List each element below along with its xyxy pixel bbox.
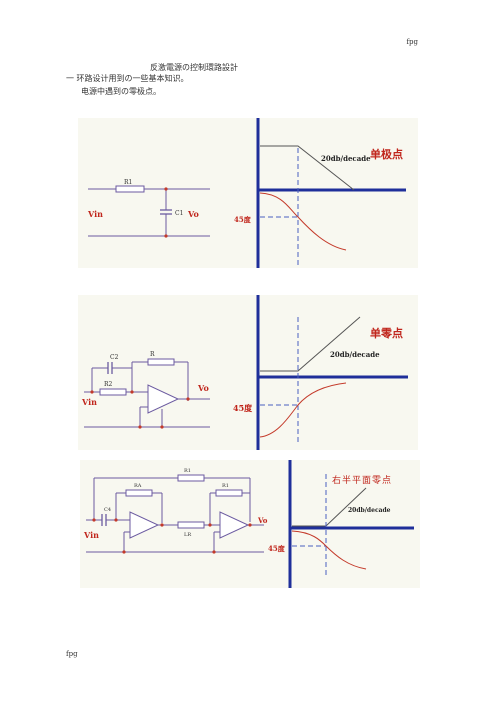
resistor-r2	[99, 388, 127, 396]
label-c2: C2	[110, 354, 119, 361]
bode-title: 单极点	[370, 147, 403, 161]
bode-title: 单零点	[370, 326, 403, 340]
resistor-top	[177, 474, 205, 482]
phase-curve	[259, 192, 347, 251]
label-c4: C4	[104, 507, 111, 513]
document-title: 反激電源の控制環路設計	[150, 63, 238, 72]
resistor-r1	[215, 489, 243, 497]
subsection-text: 电源中遇到の零极点。	[81, 87, 161, 96]
slope-label: 20db/decade	[348, 507, 391, 514]
single-zero-svg: C2 R R2 Vin Vo 20db/decade 单零点 45度	[81, 295, 408, 450]
inverting-integrator-circuit	[84, 358, 210, 428]
label-vo: Vo	[187, 209, 199, 219]
two-opamp-circuit	[86, 474, 264, 553]
label-r2: R2	[104, 381, 113, 388]
phase-label: 45度	[234, 215, 252, 224]
figure-single-pole: R1 C1 Vin Vo 20db/decade 单极点 45度	[78, 118, 418, 268]
bode-title: 右半平面零点	[332, 474, 392, 486]
label-r: R	[150, 351, 155, 358]
figure-rhp-zero: RA R1 LR R1 C4 Vin Vo 20db/decade 右半平面零点…	[80, 460, 420, 588]
rc-circuit	[88, 185, 210, 237]
label-c1: C1	[175, 210, 183, 217]
slope-label: 20db/decade	[330, 350, 380, 359]
label-vo: Vo	[197, 383, 209, 393]
opamp-1	[129, 511, 160, 539]
label-vo: Vo	[257, 516, 268, 525]
header-mark: fpg	[406, 38, 418, 46]
phase-curve	[259, 382, 347, 438]
resistor-lr	[177, 521, 205, 529]
opamp-2	[219, 511, 250, 539]
label-r1: R1	[124, 179, 132, 186]
rhp-zero-svg: RA R1 LR R1 C4 Vin Vo 20db/decade 右半平面零点…	[83, 460, 414, 588]
label-vin: Vin	[83, 530, 99, 540]
label-ra: RA	[134, 483, 142, 489]
resistor-ra	[125, 489, 153, 497]
phase-curve	[291, 530, 367, 570]
opamp	[147, 384, 180, 414]
label-vin: Vin	[81, 397, 97, 407]
single-pole-svg: R1 C1 Vin Vo 20db/decade 单极点 45度	[87, 118, 406, 268]
label-lr: LR	[184, 532, 191, 538]
figure-single-zero: C2 R R2 Vin Vo 20db/decade 单零点 45度	[78, 295, 418, 450]
magnitude-asymptote	[260, 145, 355, 191]
resistor-r1	[115, 185, 145, 193]
label-top-resistor: R1	[184, 468, 191, 474]
section-heading: 一 环路设计用到の一些基本知识。	[66, 74, 189, 83]
magnitude-asymptote	[260, 316, 361, 372]
resistor-r	[147, 358, 175, 366]
phase-label: 45度	[268, 544, 286, 553]
footer-mark: fpg	[66, 650, 78, 658]
slope-label: 20db/decade	[321, 154, 371, 163]
label-vin: Vin	[87, 209, 103, 219]
phase-label: 45度	[233, 403, 253, 413]
label-r1: R1	[222, 483, 229, 489]
